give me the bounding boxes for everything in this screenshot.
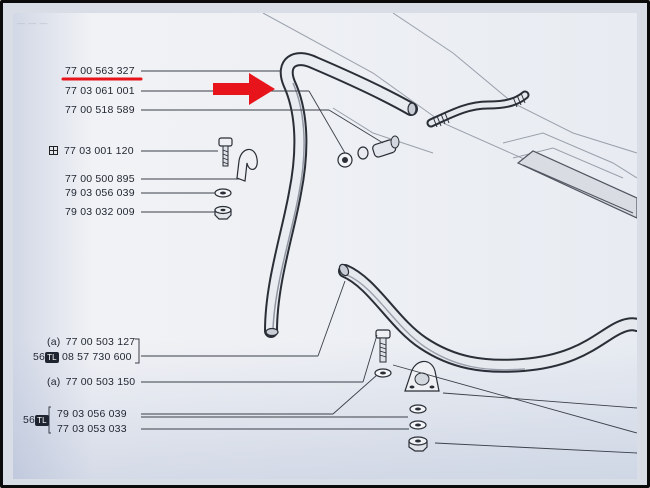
part-number-lower-bar: (a) 77 00 503 127: [47, 336, 136, 348]
part-number-lower-washer: 79 03 056 039: [57, 408, 127, 420]
exploded-view-drawing: [48, 13, 637, 454]
part-number-bar: 77 00 563 327: [65, 65, 135, 77]
threaded-link-rod: [426, 90, 530, 128]
part-number-bolt: 77 03 001 120: [49, 145, 134, 157]
leader-lines: [141, 70, 637, 454]
part-number-lower-nut: 77 03 053 033: [57, 423, 127, 435]
tl-badge: TL: [35, 415, 49, 426]
lower-anti-roll-bar: [338, 263, 637, 373]
boxed-cross-icon: [49, 146, 58, 155]
part-number-clamp: 77 00 500 895: [65, 173, 135, 185]
parts-diagram-sheet: — — — 77 00 563 327 77 03 061 001 77 00 …: [13, 13, 637, 479]
part-number-bush: 77 00 518 589: [65, 104, 135, 116]
scan-shading-left: [13, 13, 93, 479]
red-arrow-icon: [213, 73, 275, 105]
upper-clamp-assembly: [214, 137, 258, 220]
upper-anti-roll-bar: [264, 52, 418, 338]
part-number-washer-2: 79 03 056 039: [65, 187, 135, 199]
group-brackets: [48, 338, 140, 434]
part-number-washer: 77 03 061 001: [65, 85, 135, 97]
part-number-lower-bolt: (a) 77 00 503 150: [47, 376, 136, 388]
lower-clamp-assembly: [374, 329, 440, 452]
part-number-nut: 79 03 032 009: [65, 206, 135, 218]
bush-and-washer-set: [337, 135, 400, 168]
shock-cylinder: [516, 150, 637, 219]
faint-scan-text: — — —: [17, 19, 48, 28]
tl-badge: TL: [45, 352, 59, 363]
